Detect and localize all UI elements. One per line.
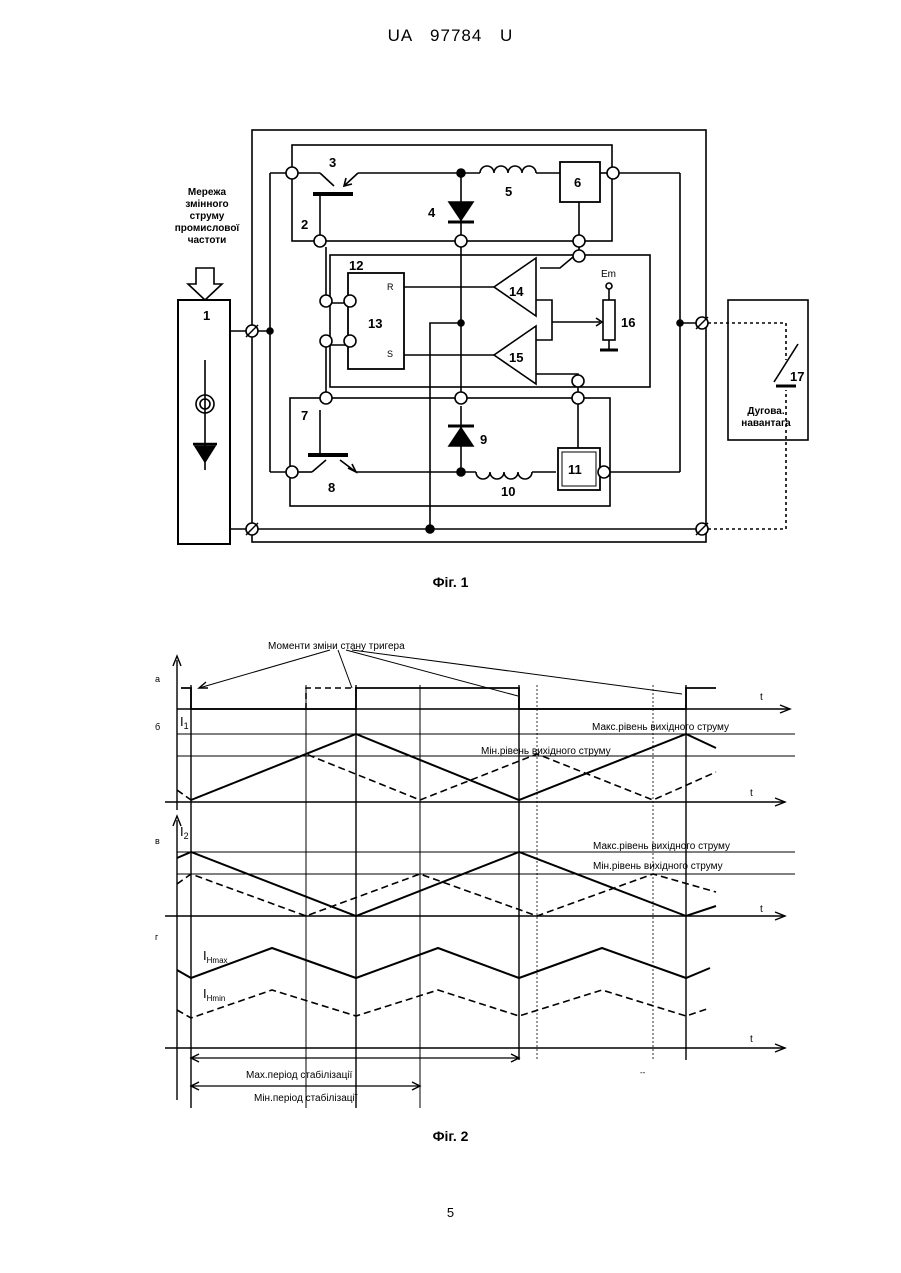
label-14: 14 (509, 284, 524, 299)
mains-label-4: промислової (175, 223, 240, 234)
t-axis-label-g: t (750, 1034, 753, 1045)
figure-2-caption: Фіг. 2 (0, 1128, 901, 1144)
mains-label-1: Мережа (188, 187, 227, 198)
timing-diagram: Моменти зміни стану тригера а б в г t t … (0, 630, 901, 1130)
row-label-a: а (155, 674, 160, 684)
label-2: 2 (301, 217, 308, 232)
label-12: 12 (349, 258, 363, 273)
row-label-g: г (155, 932, 159, 942)
em-label: Em (601, 269, 616, 280)
i1-label: I1 (180, 714, 189, 731)
label-1: 1 (203, 308, 210, 323)
mains-label-3: струму (190, 211, 225, 222)
t-axis-label-b: t (750, 788, 753, 799)
max-level-label-2: Макс.рівень вихідного струму (593, 841, 730, 852)
trigger-r: R (387, 282, 394, 292)
ihmin-label: IHmin (203, 986, 225, 1003)
ihmax-label: IHmax (203, 948, 228, 965)
circuit-diagram: 1 2 3 4 5 6 7 8 9 10 11 12 13 14 15 16 1… (0, 0, 901, 600)
mains-label-2: змінного (185, 199, 228, 210)
row-label-v: в (155, 836, 160, 846)
label-4: 4 (428, 205, 436, 220)
label-11: 11 (568, 462, 582, 477)
label-5: 5 (505, 184, 512, 199)
min-period-label: Мін.період стабілізації (254, 1092, 358, 1104)
load-label-2: навантага (741, 418, 791, 429)
figure-1-caption: Фіг. 1 (0, 574, 901, 590)
label-16: 16 (621, 315, 635, 330)
page-number: 5 (0, 1205, 901, 1220)
load-label-1: Дугова. (747, 406, 785, 417)
t-axis-label-v: t (760, 904, 763, 915)
label-3: 3 (329, 155, 336, 170)
label-9: 9 (480, 432, 487, 447)
trigger-s: S (387, 349, 393, 359)
label-7: 7 (301, 408, 308, 423)
min-level-label-1: Мін.рівень вихідного струму (481, 746, 611, 757)
label-10: 10 (501, 484, 515, 499)
max-level-label-1: Макс.рівень вихідного струму (592, 722, 729, 733)
source-box (178, 300, 230, 544)
row-label-b: б (155, 722, 160, 732)
label-15: 15 (509, 350, 523, 365)
label-13: 13 (368, 316, 382, 331)
label-6: 6 (574, 175, 581, 190)
dash-mark: -- (640, 1068, 646, 1077)
min-level-label-2: Мін.рівень вихідного струму (593, 861, 723, 872)
label-8: 8 (328, 480, 335, 495)
label-17: 17 (790, 369, 804, 384)
outer-frame (252, 130, 706, 542)
mains-label-5: частоти (188, 235, 227, 246)
trigger-moments-label: Моменти зміни стану тригера (268, 641, 405, 652)
i2-label: I2 (180, 824, 189, 841)
t-axis-label-a: t (760, 692, 763, 703)
max-period-label: Max.період стабілізації (246, 1069, 353, 1081)
